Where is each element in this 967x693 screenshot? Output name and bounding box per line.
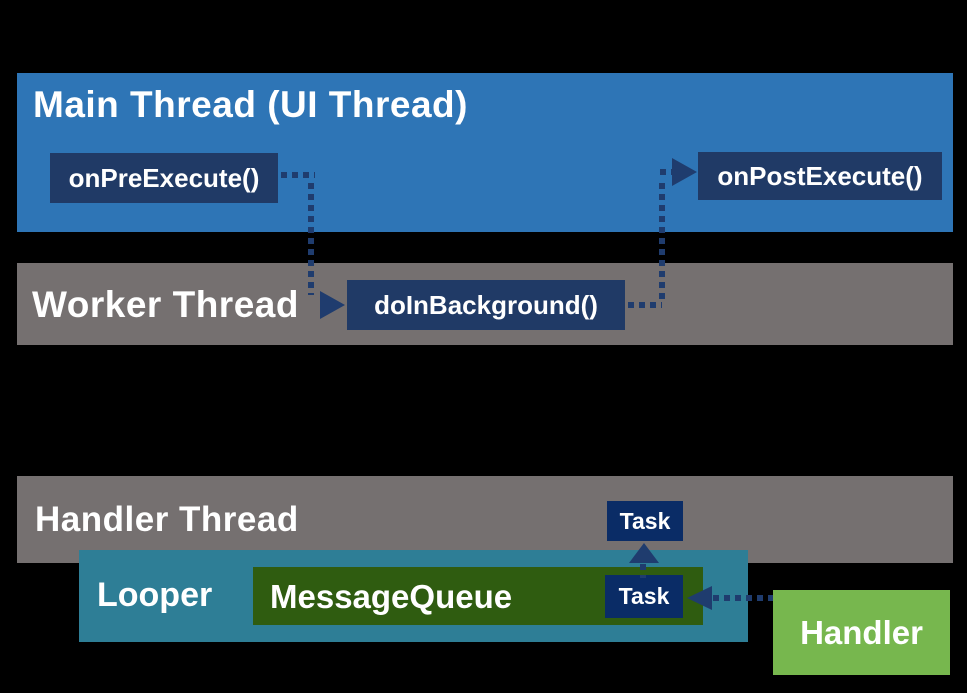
dotted-line-bg-horizontal [628, 302, 662, 308]
task-dispatched-box: Task [607, 501, 683, 541]
on-post-execute-box: onPostExecute() [698, 152, 942, 200]
dotted-line-task-vertical [640, 564, 646, 578]
dotted-line-handler-horizontal [713, 595, 773, 601]
main-thread-title: Main Thread (UI Thread) [33, 84, 468, 125]
dotted-line-pre-horizontal [281, 172, 315, 178]
dotted-line-bg-vertical [659, 183, 665, 304]
on-pre-execute-box: onPreExecute() [50, 153, 278, 203]
worker-thread-title: Worker Thread [32, 284, 299, 325]
handler-thread-band: Handler Thread [17, 476, 953, 563]
worker-thread-band: Worker Thread [17, 263, 953, 345]
task-dispatched-label: Task [619, 507, 671, 534]
arrow-right-icon [672, 158, 697, 186]
on-pre-execute-label: onPreExecute() [68, 162, 260, 193]
looper-title: Looper [97, 576, 213, 614]
do-in-background-box: doInBackground() [347, 280, 625, 330]
task-in-queue-label: Task [618, 583, 670, 609]
handler-label: Handler [800, 613, 923, 651]
do-in-background-label: doInBackground() [374, 289, 598, 320]
arrow-left-icon [687, 586, 712, 610]
arrow-right-icon [320, 291, 345, 319]
on-post-execute-label: onPostExecute() [717, 160, 923, 191]
dotted-line-bg-horizontal-top [660, 169, 673, 175]
handler-box: Handler [773, 590, 950, 675]
arrow-up-icon [629, 543, 659, 563]
dotted-line-pre-vertical [308, 183, 314, 295]
handler-thread-title: Handler Thread [35, 500, 299, 539]
message-queue-title: MessageQueue [270, 577, 513, 615]
task-in-queue-box: Task [605, 575, 683, 618]
